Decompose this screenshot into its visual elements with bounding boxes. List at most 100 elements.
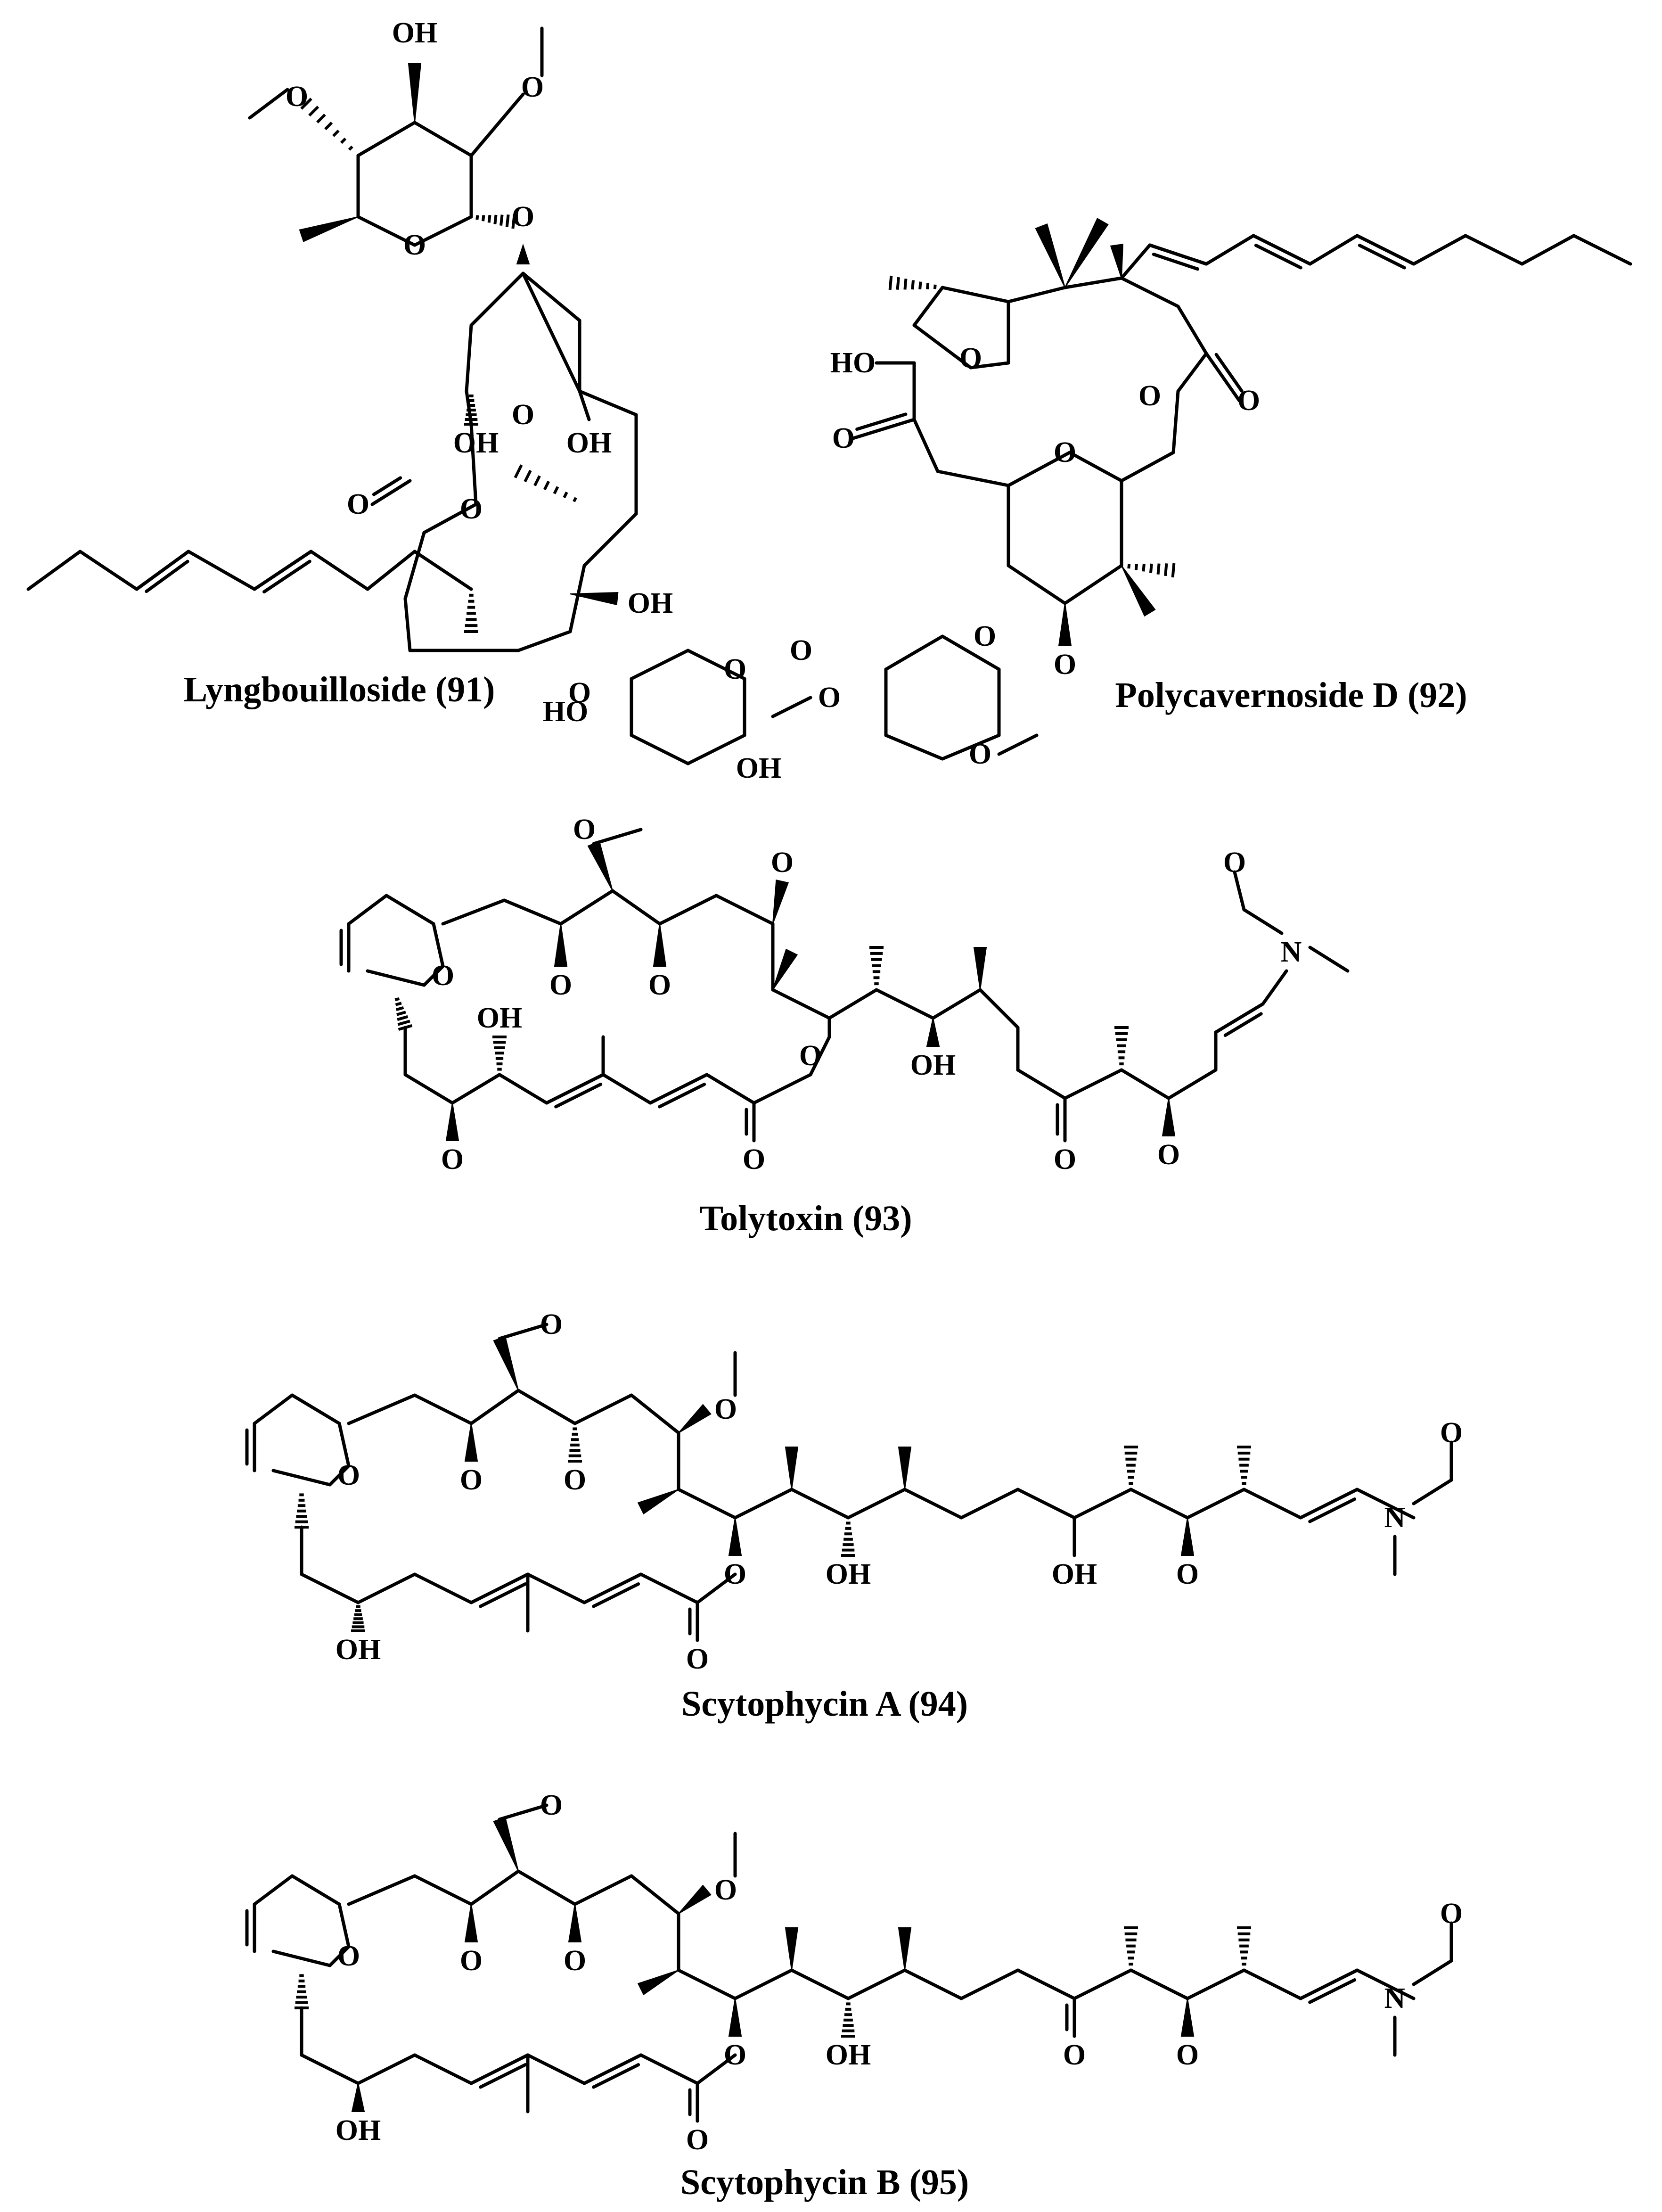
backbone-bond <box>1120 1068 1171 1100</box>
sugar-ring-bond <box>941 733 1001 761</box>
double-bond-inner <box>145 559 189 593</box>
double-bond-inner <box>1152 253 1200 271</box>
backbone-bond <box>677 1968 737 2000</box>
backbone-bond <box>959 1968 1020 2000</box>
bond-layer <box>26 26 1632 2123</box>
bond <box>592 828 643 846</box>
hash-bond-stroke <box>340 137 347 144</box>
backbone-bond <box>1186 1488 1246 1520</box>
wedge-bond <box>678 1404 712 1433</box>
double-bond-inner <box>1308 1978 1357 2004</box>
macrocycle-bond <box>936 469 1010 487</box>
sugar-ring-oxygen: O <box>974 620 996 652</box>
wedge-bond <box>554 923 568 967</box>
double-bond <box>469 2053 530 2085</box>
wedge-bond <box>1058 603 1072 646</box>
double-bond-inner <box>554 1083 603 1109</box>
backbone-bond <box>1186 1968 1246 2000</box>
wedge-bond <box>351 2083 365 2112</box>
hash-bond-stroke <box>324 122 333 131</box>
macrocycle-bond <box>521 271 581 393</box>
hash-bond-stroke <box>1156 563 1161 575</box>
hash-bond-stroke <box>1142 563 1146 572</box>
backbone-bond <box>469 1869 520 1906</box>
backbone-hydroxyl: OH <box>1052 1558 1097 1590</box>
macrocycle-bond <box>413 2053 473 2085</box>
dihydropyran-bond <box>366 969 426 987</box>
backbone-bond <box>771 988 831 1020</box>
macrocycle-bond <box>568 564 586 633</box>
backbone-bond <box>903 1968 963 2000</box>
wedge-bond <box>493 1817 519 1872</box>
macrocycle-bond <box>403 1073 454 1105</box>
polyene-bond <box>1464 234 1524 266</box>
bond <box>1233 870 1246 912</box>
sugar-ring-oxygen: O <box>403 229 426 261</box>
epoxide-oxygen: O <box>540 1789 563 1821</box>
backbone-bond <box>1355 1968 1416 2000</box>
lactone-oxygen: O <box>1138 380 1161 412</box>
n-formyl-nitrogen: N <box>1384 1502 1406 1534</box>
macrocycle-bond <box>300 1572 360 1604</box>
pyran-oxygen: O <box>432 960 454 992</box>
polyene-bond <box>1572 234 1632 266</box>
formyl-oxygen: O <box>1440 1898 1463 1930</box>
lactone-ring-oxygen: O <box>724 2039 746 2071</box>
hash-bond-stroke <box>911 280 915 290</box>
macrocycle-bond <box>498 1073 549 1105</box>
bond <box>578 389 591 421</box>
backbone-bond <box>469 1389 520 1425</box>
wedge-bond <box>678 1884 712 1914</box>
backbone-bond <box>1073 1968 1133 2000</box>
sugar-ring-bond <box>686 649 746 681</box>
ketal-hydroxyl: OH <box>566 427 612 459</box>
wedge-bond <box>464 1904 478 1942</box>
double-bond-inner <box>1254 244 1302 270</box>
macrocycle-bond <box>1068 451 1123 483</box>
dihydropyran-bond <box>253 1874 294 1906</box>
wedge-bond <box>1180 1517 1195 1556</box>
macrocycle-bond <box>1120 276 1180 308</box>
wedge-bond <box>898 1927 912 1971</box>
macrocycle-bond <box>469 422 478 506</box>
backbone-bond <box>827 988 878 1020</box>
macrocycle-bond <box>696 1572 737 1604</box>
macrocycle-bond <box>403 531 426 600</box>
formyl-oxygen: O <box>1223 847 1246 879</box>
double-bond-inner <box>372 476 402 496</box>
backbone-bond <box>1016 1488 1076 1520</box>
hash-bond-stroke <box>505 214 510 228</box>
thf-ring-bond <box>912 323 973 370</box>
double-bond <box>582 1572 643 1604</box>
double-bond-inner <box>479 2063 527 2089</box>
wedge-bond <box>1110 244 1123 279</box>
double-bond-inner <box>658 1083 706 1109</box>
backbone-bond <box>1129 1968 1189 2000</box>
methoxy-oxygen: O <box>714 1393 737 1425</box>
dihydropyran-bond <box>253 1393 294 1425</box>
macrocycle-bond <box>1120 451 1175 483</box>
macrocycle-bond <box>356 2053 417 2085</box>
dihydropyran-bond <box>271 1469 332 1487</box>
dihydropyran-bond <box>328 1464 351 1487</box>
sugar-ring-oxygen: O <box>724 653 746 685</box>
macrocycle-bond <box>526 2053 586 2085</box>
sugar-ring-bond <box>884 634 944 671</box>
thf-ring-bond <box>941 286 1010 304</box>
macrocycle-bond <box>1176 304 1208 355</box>
methoxy-oxygen: O <box>790 634 812 666</box>
backbone-bond <box>846 1488 907 1520</box>
allylic-hydroxyl: OH <box>477 1002 522 1034</box>
polyene-bond <box>1204 234 1255 266</box>
double-bond-inner <box>1358 244 1406 270</box>
dihydropyran-bond <box>328 1945 351 1967</box>
hash-bond-stroke <box>573 497 577 502</box>
methoxy-oxygen: O <box>564 1464 586 1496</box>
wedge-bond <box>973 947 987 990</box>
hash-bond-stroke <box>493 214 498 224</box>
backbone-bond <box>630 1874 680 1916</box>
wedge-bond <box>653 923 667 967</box>
double-bond-inner <box>592 2063 640 2089</box>
